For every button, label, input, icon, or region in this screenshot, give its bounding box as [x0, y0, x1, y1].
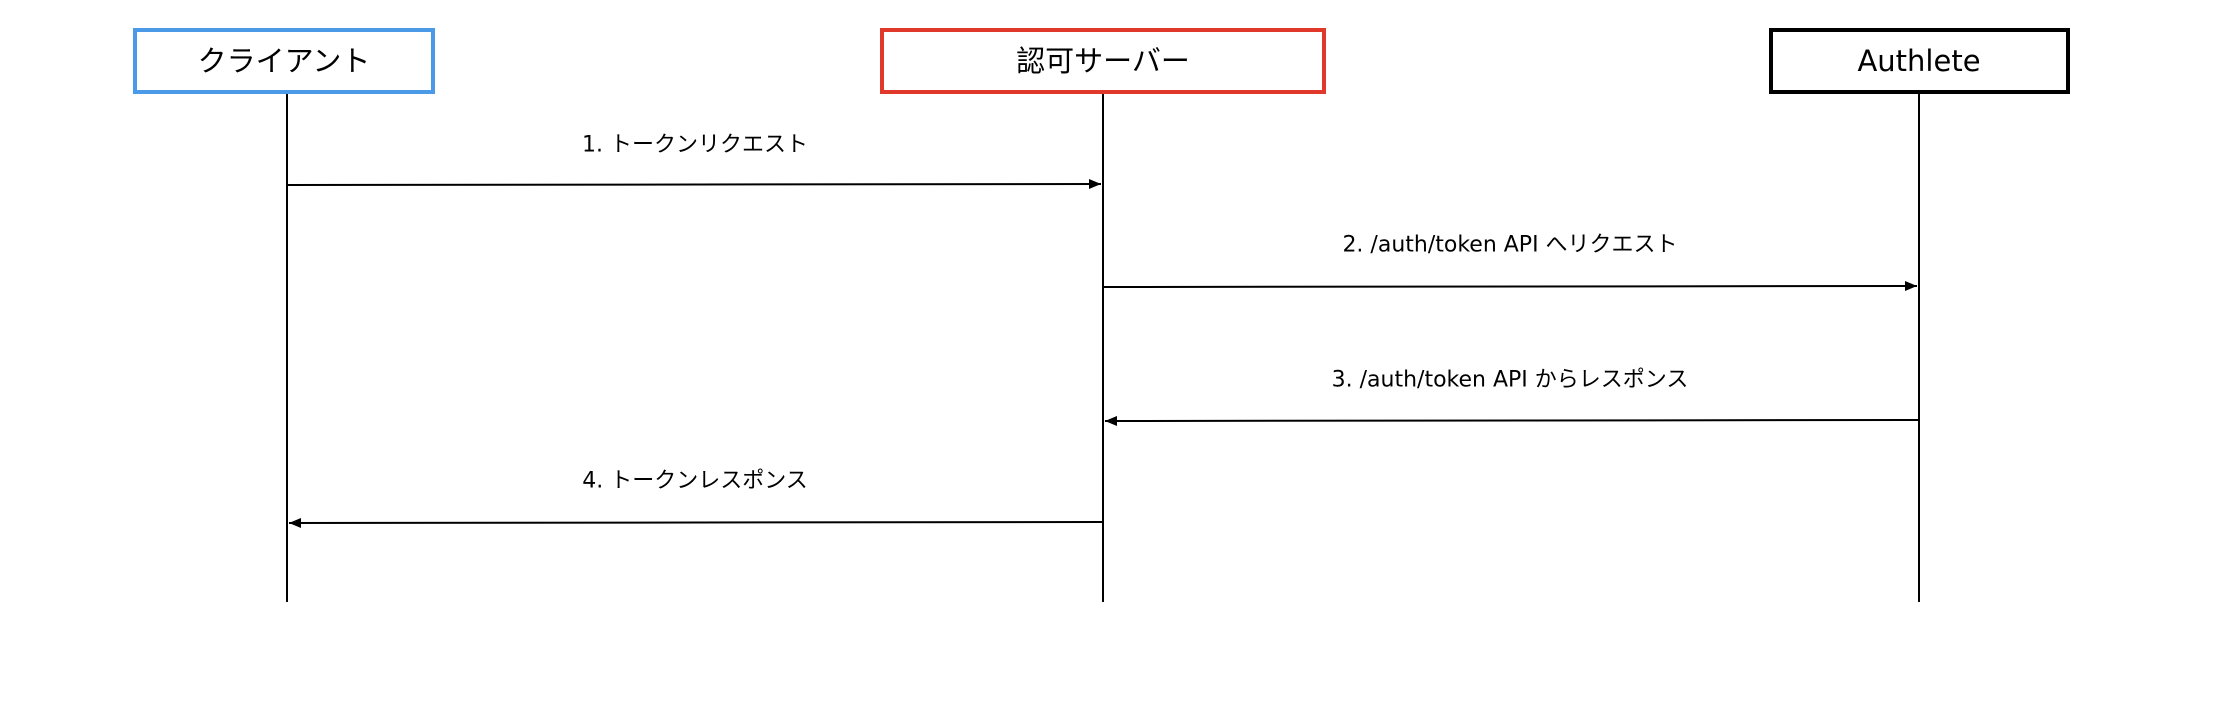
participant-client: クライアント — [133, 28, 435, 94]
message-arrow-2 — [1102, 281, 1918, 292]
message-label-3: 3. /auth/token API からレスポンス — [1332, 368, 1689, 393]
message-label-2: 2. /auth/token API へリクエスト — [1342, 233, 1677, 258]
participant-box-authlete — [1769, 28, 2070, 94]
participant-box-client — [133, 28, 435, 94]
participant-label-client: クライアント — [198, 44, 371, 78]
message-arrow-3 — [1104, 415, 1920, 426]
message-2: 2. /auth/token API へリクエスト — [1102, 233, 1918, 292]
message-label-4: 4. トークンレスポンス — [582, 469, 808, 494]
message-arrow-4 — [288, 517, 1104, 528]
participant-label-authlete: Authlete — [1857, 44, 1980, 78]
message-label-1: 1. トークンリクエスト — [582, 133, 808, 158]
participant-authz: 認可サーバー — [880, 28, 1326, 94]
participant-box-authz — [880, 28, 1326, 94]
message-3: 3. /auth/token API からレスポンス — [1104, 368, 1920, 426]
participant-authlete: Authlete — [1769, 28, 2070, 94]
message-arrow-1 — [286, 179, 1102, 190]
message-4: 4. トークンレスポンス — [288, 469, 1104, 528]
participant-label-authz: 認可サーバー — [1016, 44, 1190, 78]
message-1: 1. トークンリクエスト — [286, 133, 1102, 190]
